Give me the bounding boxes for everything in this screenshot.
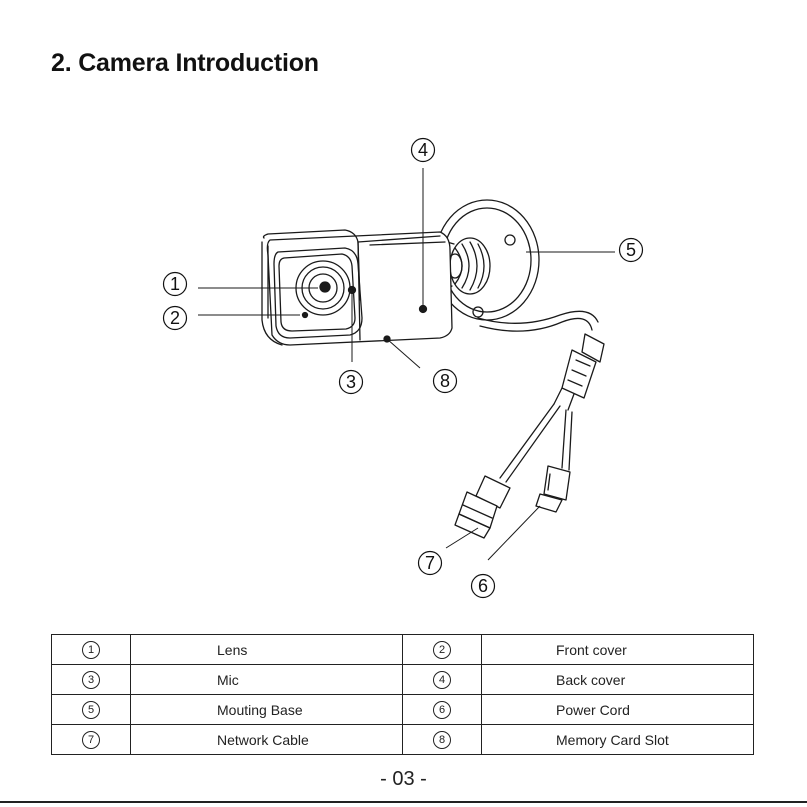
callout-6: 6 xyxy=(472,575,495,598)
part-name: Power Cord xyxy=(482,695,754,725)
svg-text:6: 6 xyxy=(478,576,488,596)
callout-2: 2 xyxy=(164,307,187,330)
svg-text:4: 4 xyxy=(418,140,428,160)
table-row: 3 Mic 4 Back cover xyxy=(52,665,754,695)
parts-table: 1 Lens 2 Front cover 3 Mic 4 Back cover … xyxy=(51,634,754,755)
part-number: 2 xyxy=(433,641,451,659)
bottom-divider xyxy=(0,801,807,803)
table-row: 5 Mouting Base 6 Power Cord xyxy=(52,695,754,725)
part-number: 6 xyxy=(433,701,451,719)
svg-text:1: 1 xyxy=(170,274,180,294)
part-number: 3 xyxy=(82,671,100,689)
table-row: 7 Network Cable 8 Memory Card Slot xyxy=(52,725,754,755)
camera-diagram: 1 2 3 4 5 6 7 8 xyxy=(0,0,807,630)
part-number: 1 xyxy=(82,641,100,659)
part-number: 4 xyxy=(433,671,451,689)
part-name: Network Cable xyxy=(131,725,403,755)
part-name: Front cover xyxy=(482,635,754,665)
part-name: Mic xyxy=(131,665,403,695)
part-name: Lens xyxy=(131,635,403,665)
callout-3: 3 xyxy=(340,371,363,394)
callout-4: 4 xyxy=(412,139,435,162)
part-name: Back cover xyxy=(482,665,754,695)
callout-7: 7 xyxy=(419,552,442,575)
svg-text:2: 2 xyxy=(170,308,180,328)
callout-5: 5 xyxy=(620,239,643,262)
part-name: Memory Card Slot xyxy=(482,725,754,755)
svg-text:8: 8 xyxy=(440,371,450,391)
svg-text:3: 3 xyxy=(346,372,356,392)
page-number: - 03 - xyxy=(0,768,807,791)
table-row: 1 Lens 2 Front cover xyxy=(52,635,754,665)
svg-text:7: 7 xyxy=(425,553,435,573)
part-number: 8 xyxy=(433,731,451,749)
svg-text:5: 5 xyxy=(626,240,636,260)
part-number: 5 xyxy=(82,701,100,719)
cable-illustration xyxy=(455,311,604,538)
callout-8: 8 xyxy=(434,370,457,393)
part-name: Mouting Base xyxy=(131,695,403,725)
leader-lines xyxy=(198,168,615,560)
part-number: 7 xyxy=(82,731,100,749)
callout-1: 1 xyxy=(164,273,187,296)
